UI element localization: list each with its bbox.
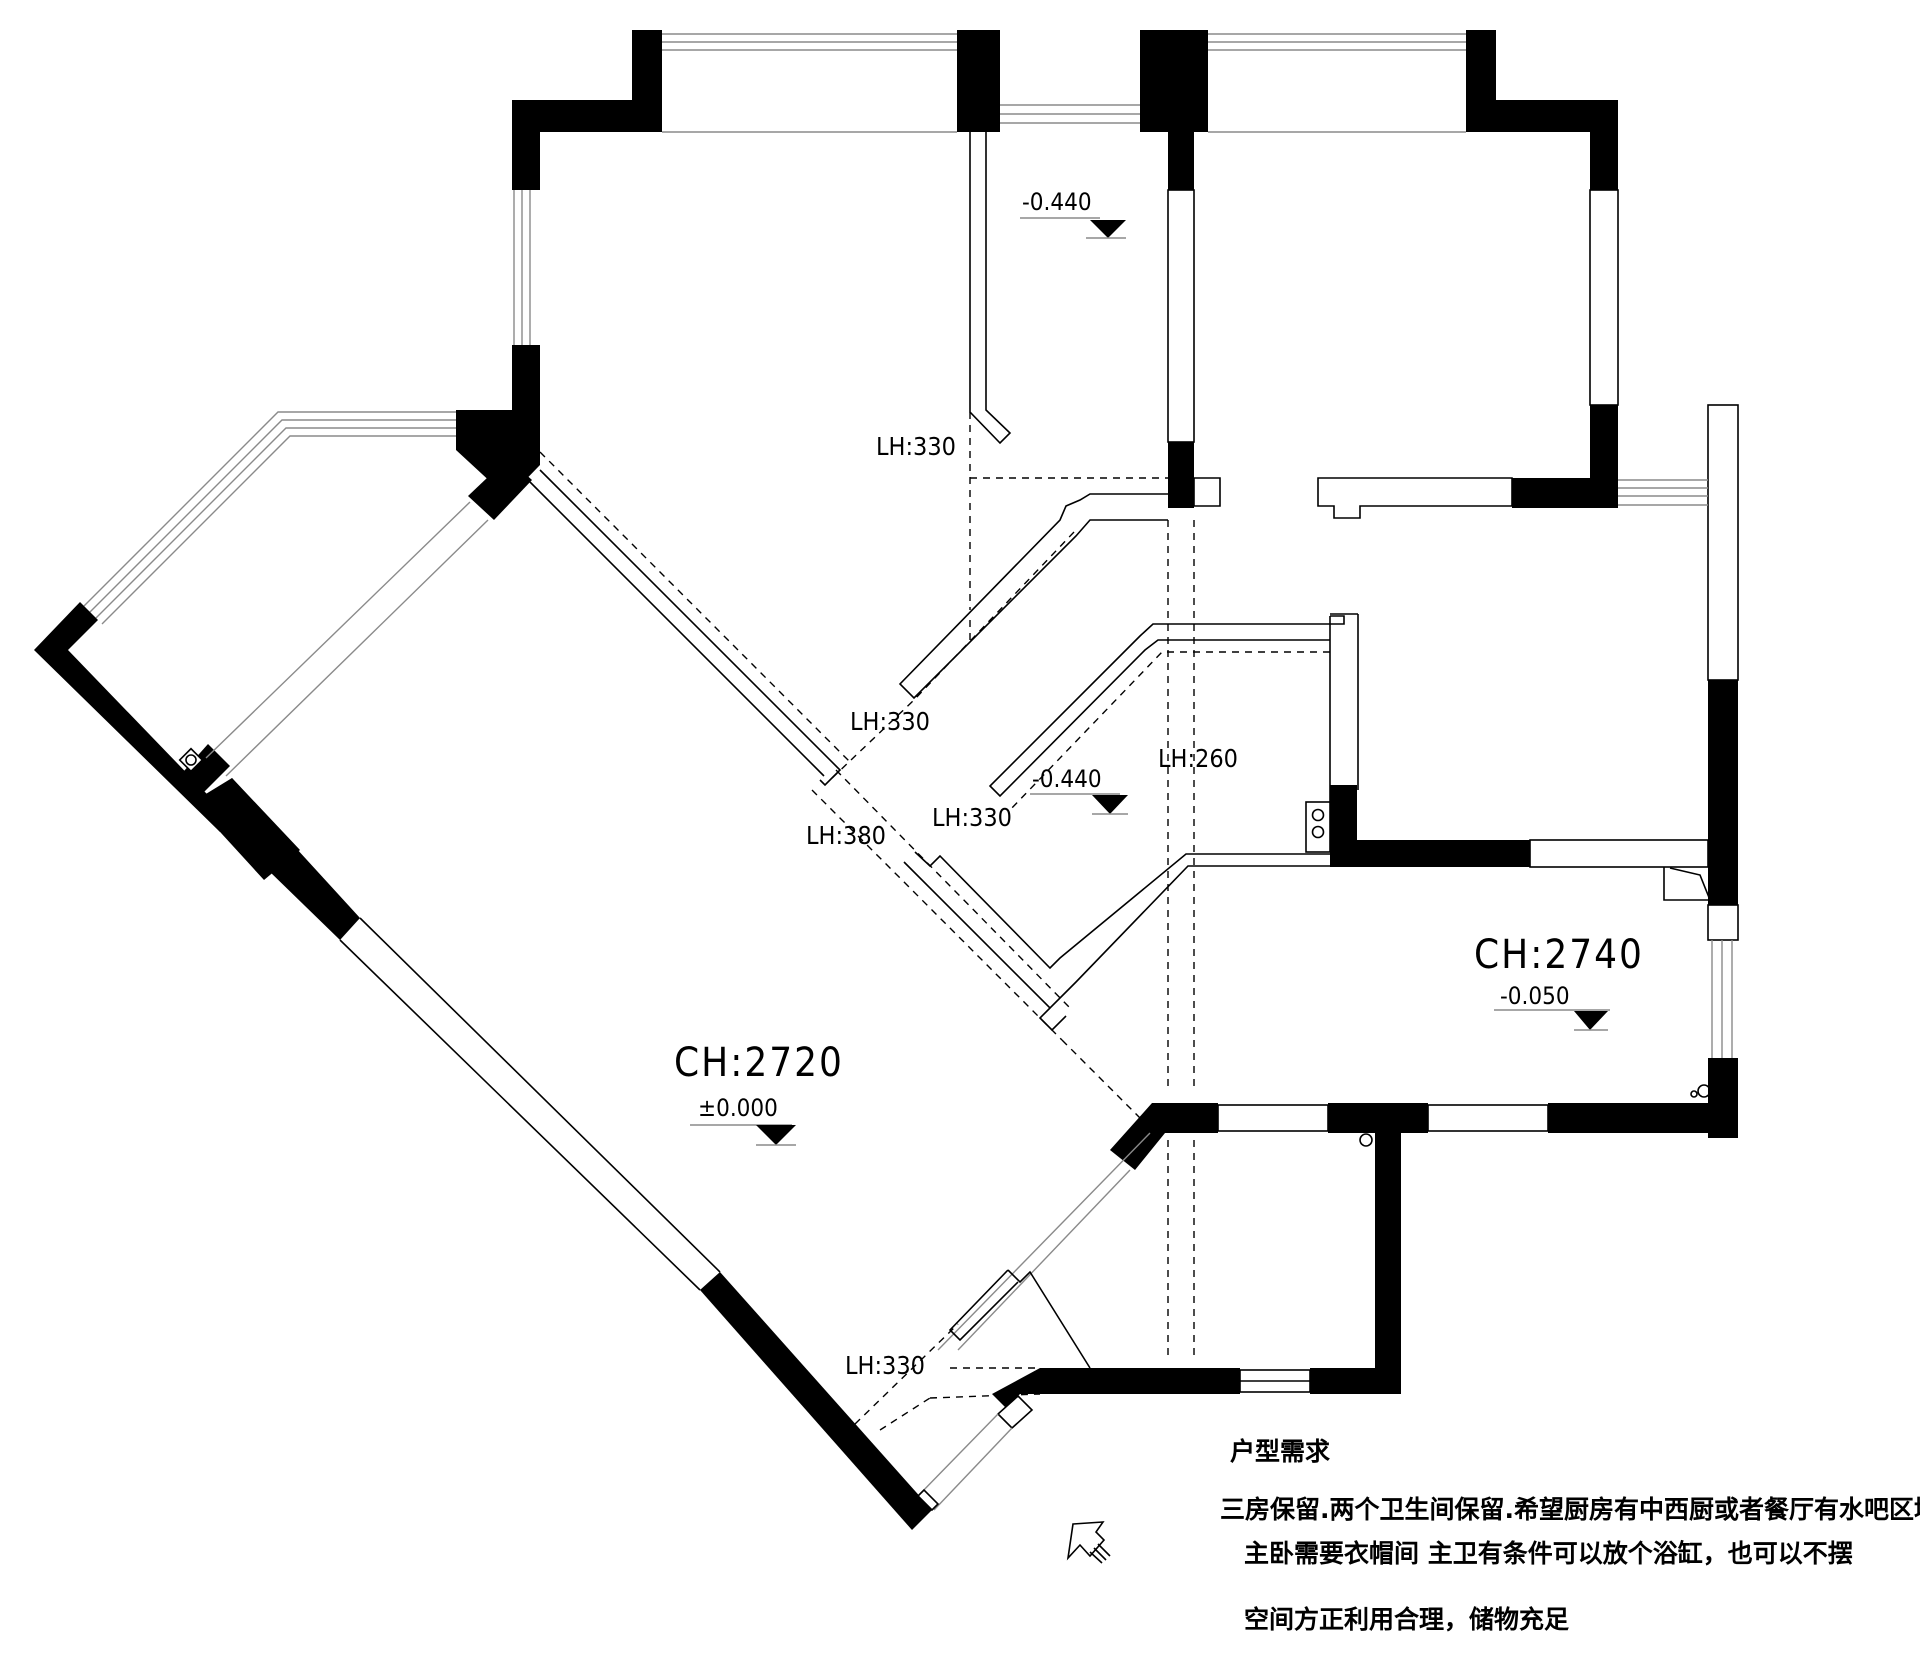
annotations: -0.440 LH:330 LH:330 LH:330 LH:380 LH:26…	[674, 188, 1644, 1380]
level-balcony-top: -0.440	[1022, 188, 1092, 216]
ceiling-height-living: CH:2720	[674, 1040, 844, 1086]
kitchen-walls	[1305, 404, 1739, 1138]
requirements-notes: 户型需求 三房保留.两个卫生间保留.希望厨房有中西厨或者餐厅有水吧区域 主卧需要…	[1220, 1432, 1920, 1636]
notes-line: 空间方正利用合理，储物充足	[1244, 1605, 1570, 1634]
mid-storage	[903, 613, 1359, 1032]
beam-height-label: LH:330	[845, 1351, 925, 1380]
corridor-walls	[529, 451, 1195, 1360]
level-balcony-mid: -0.440	[1032, 765, 1102, 793]
level-living: ±0.000	[698, 1094, 778, 1122]
beam-height-label: LH:330	[850, 707, 930, 736]
ceiling-height-dining: CH:2740	[1474, 932, 1644, 978]
closet-partition	[969, 132, 1221, 610]
level-dining: -0.050	[1500, 982, 1570, 1010]
west-diagonal-wall	[196, 778, 932, 1530]
north-arrow-icon	[1066, 1521, 1111, 1564]
notes-line: 三房保留.两个卫生间保留.希望厨房有中西厨或者餐厅有水吧区域	[1220, 1495, 1920, 1524]
beam-height-label: LH:380	[806, 821, 886, 850]
level-marker-icon	[1092, 795, 1128, 814]
beam-height-label: LH:330	[932, 803, 1012, 832]
north-windows	[513, 33, 1619, 443]
north-walls	[512, 30, 1618, 508]
beam-height-label: LH:260	[1158, 744, 1238, 773]
south-walls	[854, 1103, 1738, 1512]
notes-title: 户型需求	[1230, 1437, 1331, 1466]
notes-line: 主卧需要衣帽间 主卫有条件可以放个浴缸，也可以不摆	[1244, 1539, 1853, 1568]
level-marker-icon	[756, 1125, 796, 1145]
nw-balcony	[34, 410, 540, 832]
level-marker-icon	[1574, 1011, 1608, 1030]
beam-height-label: LH:330	[876, 432, 956, 461]
level-marker-icon	[1090, 220, 1126, 238]
